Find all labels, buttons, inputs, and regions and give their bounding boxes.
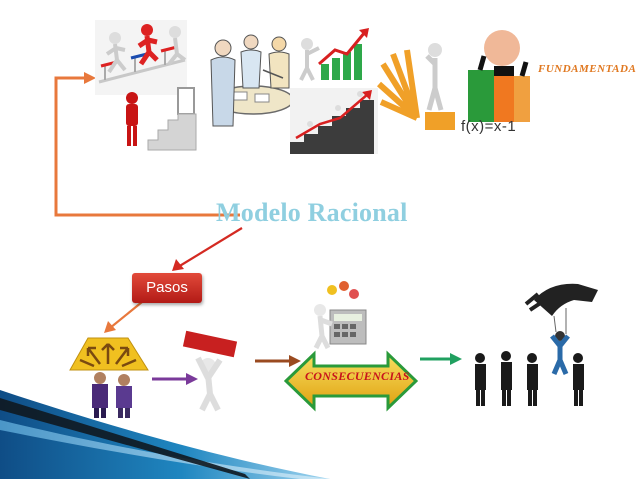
formula-label: f(x)=x-1 bbox=[461, 118, 517, 135]
loop-arrow bbox=[54, 72, 240, 217]
purple-arrow bbox=[152, 373, 198, 385]
puppet-hand-people-icon bbox=[475, 283, 598, 406]
fundamental-figure-icon bbox=[468, 30, 530, 122]
decorative-ribbon bbox=[0, 390, 330, 479]
consecuencias-arrow bbox=[284, 350, 418, 412]
hurdle-race-icon bbox=[95, 20, 187, 95]
growth-chart-icon bbox=[299, 28, 369, 81]
green-arrow bbox=[420, 353, 462, 365]
stairs-to-door-icon bbox=[126, 87, 197, 151]
to-pasos-arrow bbox=[172, 227, 243, 271]
calculator-figure-icon bbox=[313, 281, 367, 350]
thinking-figure-arrows-icon bbox=[377, 43, 455, 130]
consecuencias-label: CONSECUENCIAS bbox=[305, 369, 410, 383]
fundamentada-label: FUNDAMENTADA bbox=[538, 63, 637, 75]
brown-arrow bbox=[255, 355, 301, 367]
to-crossroads-arrow bbox=[104, 301, 143, 333]
rising-stairs-chart-icon bbox=[290, 88, 378, 154]
business-meeting-icon bbox=[210, 34, 294, 127]
figure-carrying-sign-icon bbox=[182, 330, 238, 412]
diagram-title: Modelo Racional bbox=[216, 198, 408, 227]
crossroads-icon bbox=[69, 337, 149, 418]
pasos-button[interactable]: Pasos bbox=[132, 273, 202, 303]
